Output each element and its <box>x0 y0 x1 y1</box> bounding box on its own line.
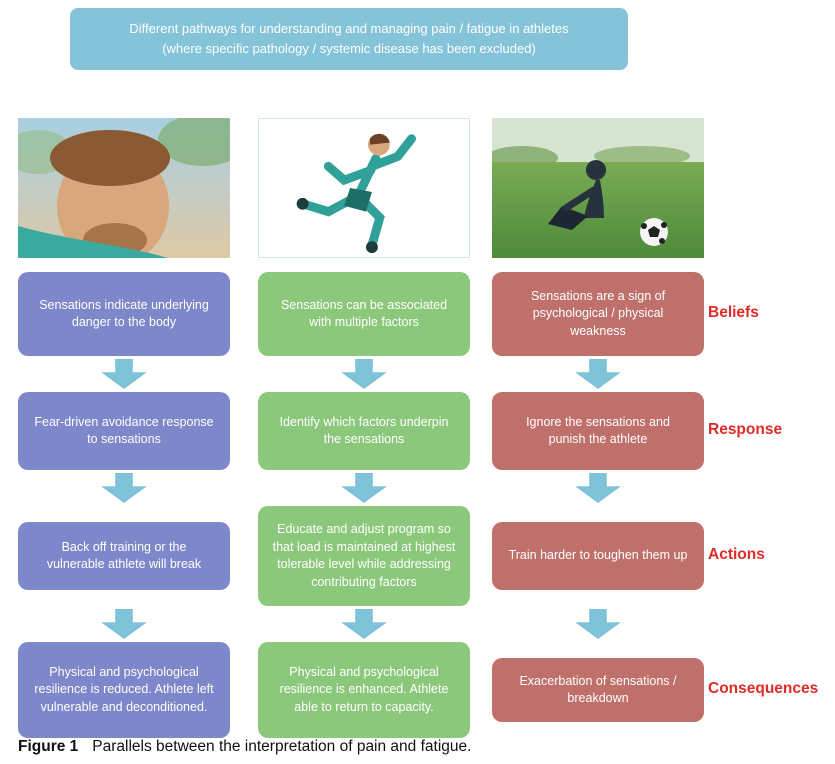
down-arrow-icon <box>341 473 387 503</box>
title-line2: (where specific pathology / systemic dis… <box>162 41 536 56</box>
consequences-box-punitive: Exacerbation of sensations / breakdown <box>492 658 704 722</box>
figure-caption-label: Figure 1 <box>18 738 79 755</box>
column-punitive-pathway: Sensations are a sign of psychological /… <box>492 118 704 738</box>
consequences-box-fear: Physical and psychological resilience is… <box>18 642 230 738</box>
figure-caption: Figure 1 Parallels between the interpreta… <box>18 738 471 756</box>
down-arrow-icon <box>575 359 621 389</box>
down-arrow-icon <box>341 359 387 389</box>
down-arrow-icon <box>341 609 387 639</box>
row-label-response: Response <box>708 421 783 438</box>
title-banner: Different pathways for understanding and… <box>70 8 628 70</box>
actions-box-punitive: Train harder to toughen them up <box>492 522 704 590</box>
down-arrow-icon <box>101 359 147 389</box>
beliefs-box-fear: Sensations indicate underlying danger to… <box>18 272 230 356</box>
down-arrow-icon <box>101 609 147 639</box>
down-arrow-icon <box>575 609 621 639</box>
response-box-punitive: Ignore the sensations and punish the ath… <box>492 392 704 470</box>
actions-box-fear: Back off training or the vulnerable athl… <box>18 522 230 590</box>
figure-caption-text: Parallels between the interpretation of … <box>92 738 472 755</box>
injured-footballer-photo <box>492 118 704 258</box>
column-fear-pathway: Sensations indicate underlying danger to… <box>18 118 230 738</box>
beliefs-box-punitive: Sensations are a sign of psychological /… <box>492 272 704 356</box>
row-label-beliefs: Beliefs <box>708 304 759 321</box>
column-adaptive-pathway: Sensations can be associated with multip… <box>258 118 470 738</box>
down-arrow-icon <box>575 473 621 503</box>
beliefs-box-adaptive: Sensations can be associated with multip… <box>258 272 470 356</box>
row-label-actions: Actions <box>708 546 765 563</box>
athlete-closeup-photo <box>18 118 230 258</box>
actions-box-adaptive: Educate and adjust program so that load … <box>258 506 470 606</box>
response-box-adaptive: Identify which factors underpin the sens… <box>258 392 470 470</box>
down-arrow-icon <box>101 473 147 503</box>
title-line1: Different pathways for understanding and… <box>129 20 569 36</box>
response-box-fear: Fear-driven avoidance response to sensat… <box>18 392 230 470</box>
row-label-consequences: Consequences <box>708 680 819 697</box>
consequences-box-adaptive: Physical and psychological resilience is… <box>258 642 470 738</box>
sprinter-photo <box>258 118 470 258</box>
